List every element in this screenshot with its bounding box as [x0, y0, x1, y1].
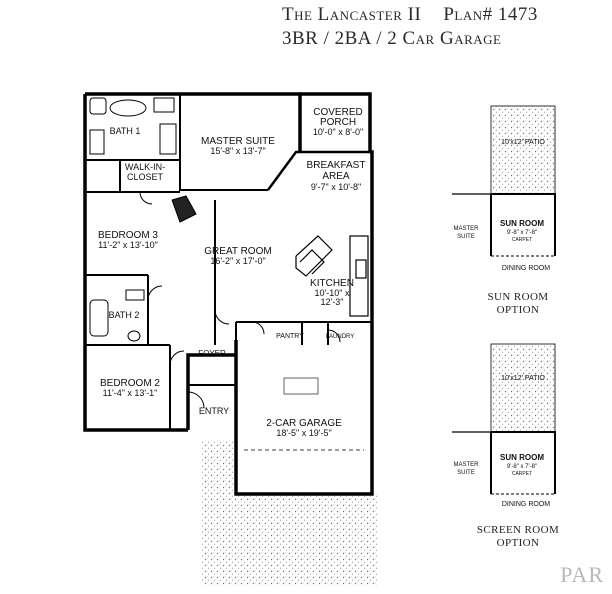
bedroom2-dims: 11'-4" x 13'-1"	[103, 388, 158, 398]
covered-porch-dims: 10'-0" x 8'-0"	[313, 127, 363, 137]
fireplace	[171, 195, 197, 223]
foyer-label: FOYER	[198, 349, 226, 358]
screen-room-dims: 9'-8" x 7'-8"	[507, 464, 537, 470]
garage-dims: 18'-5" x 19'-5"	[276, 428, 331, 438]
bedroom3-label: BEDROOM 3	[98, 230, 158, 241]
bath-fixtures	[89, 97, 177, 342]
garage-label: 2-CAR GARAGE	[266, 418, 342, 429]
screen-room-dining-label: DINING ROOM	[502, 501, 550, 508]
watermark-logo: PAR	[560, 562, 604, 587]
master-suite-dims: 15'-8" x 13'-7"	[210, 146, 265, 156]
screen-room-patio	[490, 343, 556, 433]
screen-room-room-label: SUN ROOM	[500, 453, 544, 462]
sun-room-room-label: SUN ROOM	[500, 219, 544, 228]
laundry-label: LAUNDRY	[326, 334, 355, 340]
breakfast-area-dims: 9'-7" x 10'-8"	[311, 182, 361, 192]
sun-room-dining-label: DINING ROOM	[502, 265, 550, 272]
plan-specs: 3BR / 2BA / 2 Car Garage	[282, 28, 502, 49]
breakfast-area-label-1: BREAKFAST	[307, 160, 366, 171]
porch-outline	[299, 93, 371, 153]
sun-room-patio	[490, 105, 556, 195]
walk-in-closet-label-2: CLOSET	[127, 172, 164, 182]
door-swings	[139, 191, 341, 409]
pantry-label: PANTRY	[276, 333, 304, 340]
garage-water-heater	[283, 377, 319, 395]
screen-room-master-label: MASTER	[453, 462, 479, 468]
interior-walls	[85, 94, 372, 430]
breakfast-area-label-2: AREA	[322, 171, 350, 182]
entry-label: ENTRY	[199, 406, 229, 416]
master-suite-label: MASTER SUITE	[201, 136, 275, 147]
plan-name: The Lancaster II	[282, 4, 422, 25]
kitchen-label: KITCHEN	[310, 278, 354, 289]
bedroom2-label: BEDROOM 2	[100, 378, 160, 389]
plan-title: The Lancaster II Plan# 1473	[282, 4, 538, 26]
kitchen-counters	[295, 235, 369, 317]
screen-room-floor: CARPET	[512, 471, 532, 477]
sun-room-option: 10'x12' PATIO MASTER SUITE SUN ROOM 9'-8…	[452, 105, 556, 316]
screen-room-option: 10'x12' PATIO MASTER SUITE SUN ROOM 9'-8…	[452, 343, 559, 549]
sun-room-dims: 9'-8" x 7'-8"	[507, 230, 537, 236]
driveway	[202, 494, 378, 586]
sun-room-caption-1: SUN ROOM	[488, 291, 549, 303]
walk-in-closet-label-1: WALK-IN-	[125, 162, 165, 172]
great-room-dims: 16'-2" x 17'-0"	[210, 256, 265, 266]
plan-number: Plan# 1473	[443, 4, 538, 25]
sun-room-floor: CARPET	[512, 237, 532, 243]
kitchen-dims-1: 10'-10" x	[315, 288, 350, 298]
bedroom3-dims: 11'-2" x 13'-10"	[98, 240, 158, 250]
sun-room-suite-label: SUITE	[457, 234, 475, 240]
sun-room-patio-label: 10'x12' PATIO	[501, 139, 545, 146]
bath1-label: BATH 1	[110, 126, 141, 136]
great-room-label: GREAT ROOM	[204, 246, 271, 257]
screen-room-patio-label: 10'x12' PATIO	[501, 375, 545, 382]
bath2-label: BATH 2	[109, 310, 140, 320]
sun-room-caption-2: OPTION	[497, 304, 540, 316]
sun-room-master-label: MASTER	[453, 226, 479, 232]
kitchen-dims-2: 12'-3"	[321, 297, 344, 307]
screen-room-suite-label: SUITE	[457, 470, 475, 476]
screen-room-caption-1: SCREEN ROOM	[477, 524, 559, 536]
covered-porch-label-2: PORCH	[320, 117, 356, 128]
covered-porch-label-1: COVERED	[313, 107, 362, 118]
screen-room-caption-2: OPTION	[497, 537, 540, 549]
